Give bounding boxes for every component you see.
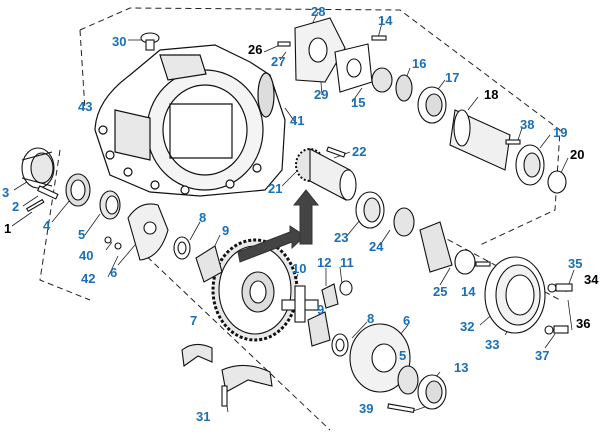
callout-29: 29 xyxy=(314,87,329,102)
callout-23: 23 xyxy=(334,230,349,245)
callout-3: 3 xyxy=(2,185,10,200)
callout-20: 20 xyxy=(570,147,585,162)
callout-36: 36 xyxy=(576,316,591,331)
callout-42: 42 xyxy=(81,271,96,286)
upper-right-parts xyxy=(277,17,567,194)
pinion-shaft-assembly xyxy=(295,146,491,275)
callout-11: 11 xyxy=(340,255,354,270)
callout-4: 4 xyxy=(43,218,51,233)
callout-22: 22 xyxy=(352,144,367,159)
callout-37: 37 xyxy=(535,348,550,363)
callout-6a: 6 xyxy=(110,265,118,280)
cross-shaft xyxy=(281,285,319,323)
callout-18: 18 xyxy=(484,87,499,102)
callout-34: 34 xyxy=(584,272,599,287)
left-bearing-parts xyxy=(21,147,169,261)
callout-38: 38 xyxy=(520,117,535,132)
callout-9b: 9 xyxy=(317,302,325,317)
callout-19: 19 xyxy=(553,125,568,140)
thrust-washers-and-pinions xyxy=(173,236,353,357)
callout-15: 15 xyxy=(351,95,366,110)
callout-30: 30 xyxy=(112,34,127,49)
callout-16: 16 xyxy=(412,56,427,71)
callout-32: 32 xyxy=(460,319,475,334)
callout-12: 12 xyxy=(317,255,332,270)
callout-41: 41 xyxy=(290,113,305,128)
callout-24: 24 xyxy=(369,239,384,254)
callout-40: 40 xyxy=(79,248,94,263)
callout-31: 31 xyxy=(196,409,211,424)
assembly-direction-arrows xyxy=(237,189,320,263)
callout-10: 10 xyxy=(292,261,307,276)
callout-26: 26 xyxy=(248,42,263,57)
callout-9a: 9 xyxy=(222,223,230,238)
callout-21: 21 xyxy=(268,181,283,196)
callout-2: 2 xyxy=(12,199,20,214)
callout-28: 28 xyxy=(311,4,326,19)
callout-8b: 8 xyxy=(367,311,375,326)
callout-35: 35 xyxy=(568,256,583,271)
differential-housing xyxy=(94,44,286,197)
callout-7: 7 xyxy=(190,313,198,328)
callout-14a: 14 xyxy=(378,13,393,28)
ring-gear xyxy=(211,238,299,342)
retainer-clips xyxy=(181,343,273,407)
callout-5b: 5 xyxy=(399,348,407,363)
callout-1: 1 xyxy=(4,221,12,236)
callout-8a: 8 xyxy=(199,210,207,225)
callout-14b: 14 xyxy=(461,284,476,299)
callout-27: 27 xyxy=(271,54,286,69)
callout-6b: 6 xyxy=(403,313,411,328)
callout-39: 39 xyxy=(359,401,374,416)
leader-lines xyxy=(11,11,575,413)
callout-17: 17 xyxy=(445,70,460,85)
breather xyxy=(140,32,160,51)
cover-plate xyxy=(484,256,573,335)
callout-13: 13 xyxy=(454,360,469,375)
callout-25: 25 xyxy=(433,284,448,299)
callout-33: 33 xyxy=(485,337,500,352)
callout-5a: 5 xyxy=(78,227,86,242)
case-half-right xyxy=(349,323,447,414)
callout-43: 43 xyxy=(78,99,93,114)
